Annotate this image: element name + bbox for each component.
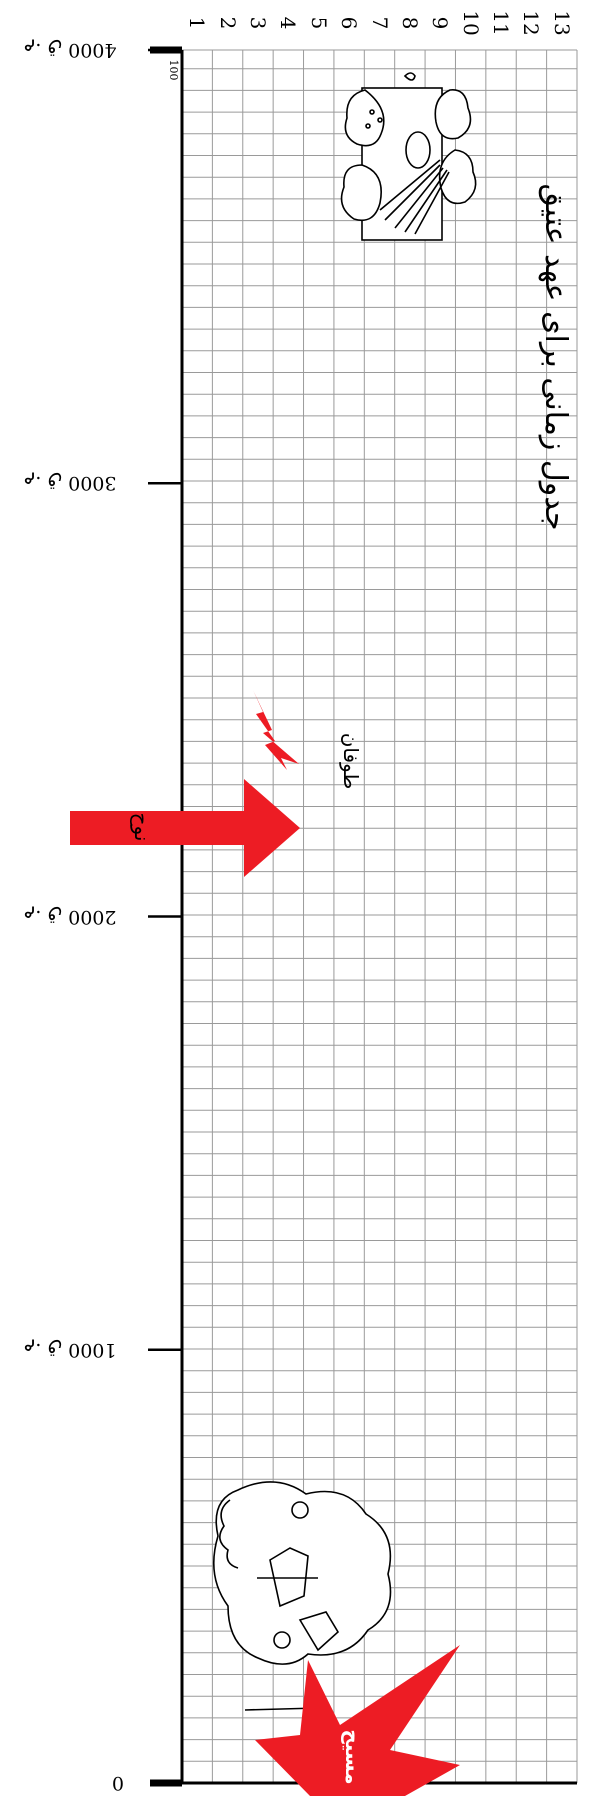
year-label: م. ق 3000: [23, 472, 117, 495]
crowd-scene-icon: [212, 1481, 392, 1711]
column-number: 1: [185, 16, 210, 30]
page-title: جدول زمانی برای عهد عتیق: [538, 183, 573, 531]
column-number: 10: [458, 10, 483, 36]
column-number: 11: [489, 10, 514, 36]
column-number: 6: [337, 16, 362, 30]
column-number: 13: [549, 10, 574, 36]
column-number: 8: [397, 16, 422, 30]
year-label: 0: [111, 1772, 125, 1794]
column-number: 12: [519, 10, 544, 36]
arrow-note: نوح: [130, 812, 154, 842]
year-label: م. ق 1000: [23, 1338, 117, 1361]
column-number: 3: [245, 16, 270, 30]
starburst-note: مسیح: [341, 1729, 365, 1785]
year-label: م. ق 4000: [23, 39, 117, 61]
top-marker: 100: [167, 59, 180, 81]
creation-scene-icon: [340, 72, 477, 241]
year-label: م. ق 2000: [23, 905, 117, 928]
column-number: 2: [215, 16, 240, 30]
starburst-icon: [255, 1645, 460, 1796]
column-number: 9: [428, 16, 453, 30]
column-number: 4: [276, 16, 301, 30]
column-number: 7: [367, 16, 392, 30]
column-number: 5: [306, 16, 331, 30]
flood-note: طوفان: [339, 732, 363, 790]
right-arrow-icon: [70, 779, 300, 877]
lightning-icon: [253, 690, 299, 770]
